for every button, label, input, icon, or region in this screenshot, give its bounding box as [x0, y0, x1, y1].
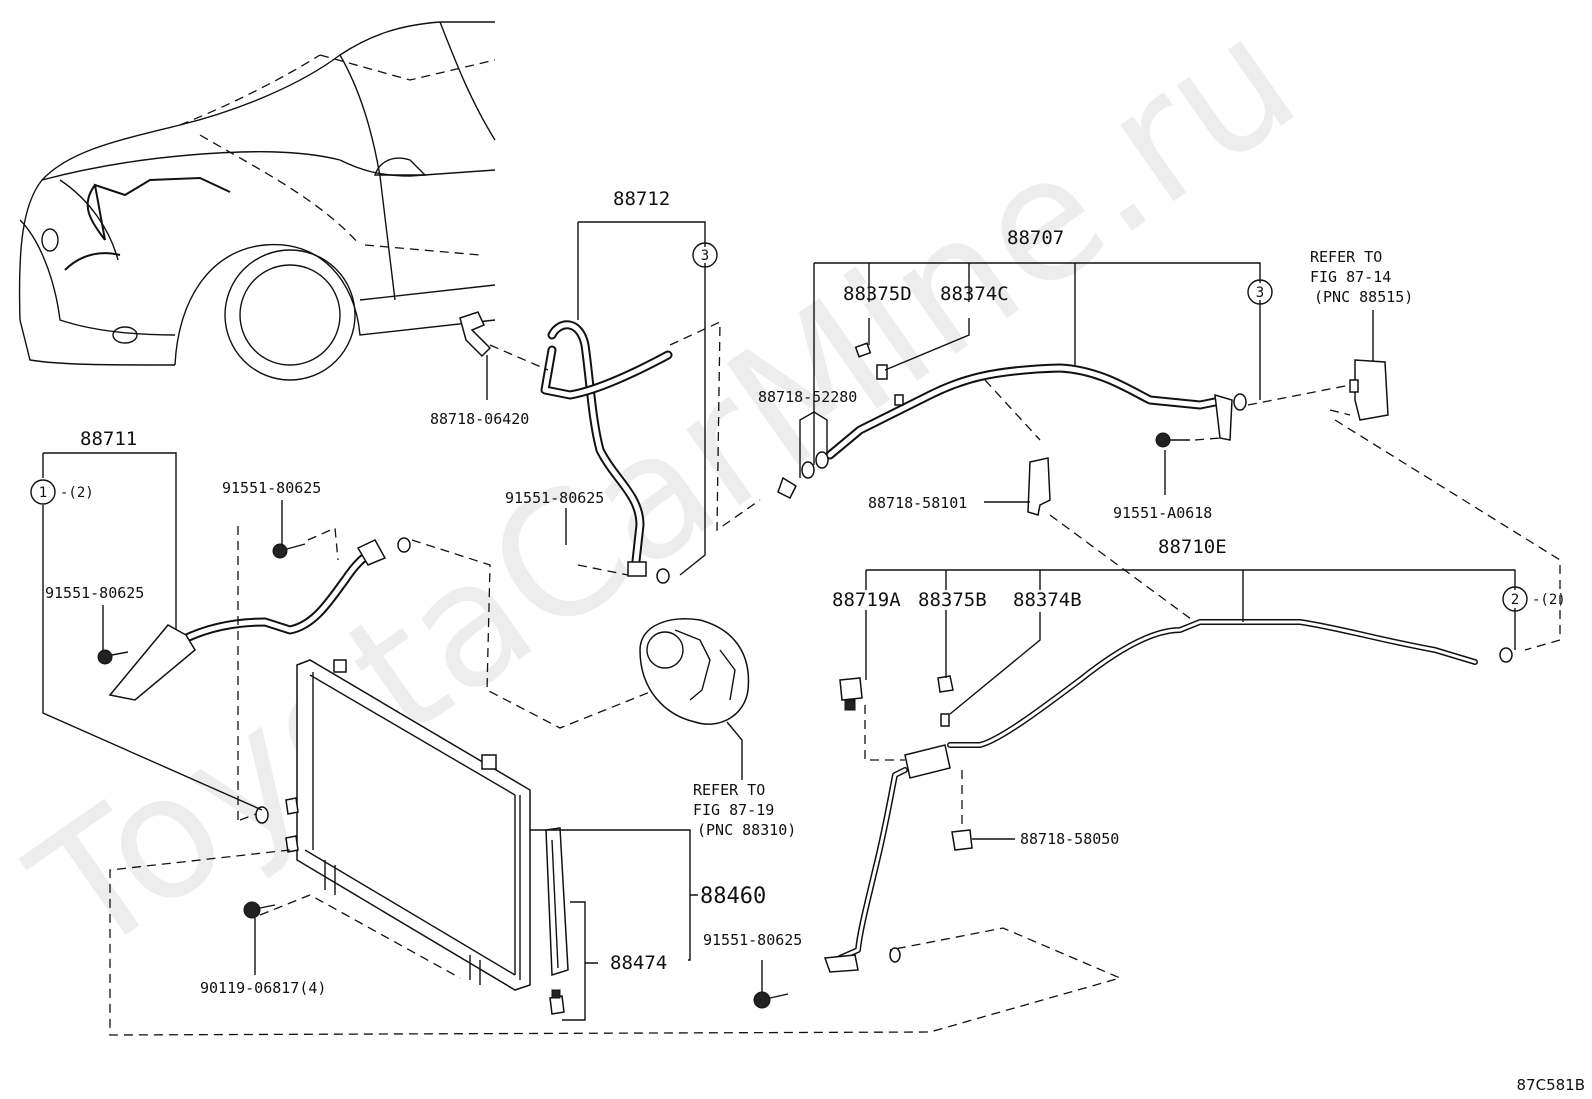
callout-2-quantity: -(2)	[1532, 592, 1566, 608]
pressure-switch-88719A-icon	[839, 677, 863, 701]
bolt-icon	[272, 543, 306, 559]
pipe-block-icon	[904, 744, 951, 779]
label-88718-06420[interactable]: 88718-06420	[430, 410, 529, 428]
o-ring-icon	[1499, 647, 1513, 663]
pipe-flange-icon	[1214, 393, 1233, 441]
vehicle-outline-illustration	[18, 21, 496, 381]
o-ring-icon	[801, 461, 815, 479]
callout-circle-1: 1	[30, 479, 56, 505]
svg-text:1: 1	[39, 485, 47, 501]
cap-88375D-icon	[854, 342, 872, 358]
refer-expansion-line3: (PNC 88515)	[1314, 288, 1413, 306]
label-91551-80625-upper-left[interactable]: 91551-80625	[222, 479, 321, 497]
bolt-90119-06817-icon	[243, 901, 276, 919]
expansion-valve-block-icon	[1349, 359, 1389, 421]
label-88375D[interactable]: 88375D	[843, 283, 912, 305]
label-88474[interactable]: 88474	[610, 952, 667, 974]
o-ring-icon	[656, 568, 670, 584]
refer-expansion-line2[interactable]: FIG 87-14	[1310, 268, 1391, 286]
fitting-88718-52280-icon	[777, 476, 797, 500]
refer-expansion-line1: REFER TO	[1310, 248, 1382, 266]
plug-icon	[549, 995, 565, 1015]
label-88374C[interactable]: 88374C	[940, 283, 1009, 305]
cap-88375B-icon	[937, 675, 954, 693]
watermark-text: ToyotaCarMine.ru	[0, 0, 1330, 994]
pipe-end-fitting-icon	[823, 954, 859, 973]
label-91551-80625-center[interactable]: 91551-80625	[505, 489, 604, 507]
clamp-88718-06420-icon	[459, 311, 492, 358]
hose-fitting-icon	[356, 539, 387, 566]
desiccant-88474[interactable]	[545, 827, 569, 1015]
callout-circle-3-pipe: 3	[1247, 279, 1273, 305]
discharge-hose-88711[interactable]	[108, 537, 411, 701]
label-91551-80625-left[interactable]: 91551-80625	[45, 584, 144, 602]
label-88374B[interactable]: 88374B	[1013, 589, 1082, 611]
clamp-88718-58050-icon	[951, 829, 973, 851]
switch-base-icon	[844, 699, 856, 711]
bolt-icon	[753, 991, 789, 1009]
condenser-88460[interactable]	[255, 659, 531, 991]
svg-text:3: 3	[701, 248, 709, 264]
label-88719A[interactable]: 88719A	[832, 589, 901, 611]
label-91551-80625-lower[interactable]: 91551-80625	[703, 931, 802, 949]
label-88375B[interactable]: 88375B	[918, 589, 987, 611]
label-90119-06817[interactable]: 90119-06817(4)	[200, 979, 326, 997]
mount-bracket-icon	[481, 754, 497, 770]
pipe-fitting-icon	[285, 835, 299, 853]
svg-text:2: 2	[1511, 592, 1519, 608]
label-88718-58050[interactable]: 88718-58050	[1020, 830, 1119, 848]
bolt-icon	[97, 649, 129, 665]
o-ring-icon	[815, 451, 829, 469]
pipe-fitting-icon	[285, 797, 299, 815]
refer-compressor-line1: REFER TO	[693, 781, 765, 799]
refer-compressor-line3: (PNC 88310)	[697, 821, 796, 839]
callout-circle-2: 2	[1502, 586, 1528, 612]
o-ring-icon	[889, 947, 901, 963]
o-ring-icon	[1233, 393, 1247, 411]
figure-code: 87C581B	[1517, 1076, 1585, 1094]
hose-fitting-icon	[627, 561, 647, 577]
label-88718-58101[interactable]: 88718-58101	[868, 494, 967, 512]
valve-core-88374B-icon	[940, 713, 950, 727]
label-88460[interactable]: 88460	[700, 884, 766, 909]
label-88710E[interactable]: 88710E	[1158, 536, 1227, 558]
callout-1-quantity: -(2)	[60, 485, 94, 501]
o-ring-icon	[397, 537, 411, 553]
callout-circle-3-hose: 3	[692, 242, 718, 268]
o-ring-icon	[255, 806, 269, 824]
compressor-reference-icon	[639, 618, 750, 725]
liquid-pipe-88710E[interactable]	[823, 619, 1513, 973]
suction-hose-88712[interactable]	[540, 320, 673, 584]
clamp-88718-58101-icon	[1027, 457, 1051, 516]
leader-lines	[42, 221, 1516, 1021]
label-91551-A0618[interactable]: 91551-A0618	[1113, 504, 1212, 522]
valve-core-88374C-icon	[876, 364, 888, 380]
bolt-91551-A0618-icon	[1155, 432, 1190, 448]
discharge-pipe-88707[interactable]	[825, 363, 1247, 460]
cap-icon	[551, 989, 561, 999]
label-88711[interactable]: 88711	[80, 428, 137, 450]
valve-core-icon	[894, 394, 904, 406]
label-88707[interactable]: 88707	[1007, 227, 1064, 249]
refer-compressor-line2[interactable]: FIG 87-19	[693, 801, 774, 819]
label-88712[interactable]: 88712	[613, 188, 670, 210]
svg-text:3: 3	[1256, 285, 1264, 301]
mount-bracket-icon	[333, 659, 347, 673]
hose-bracket-icon	[108, 624, 196, 701]
label-88718-52280[interactable]: 88718-52280	[758, 388, 857, 406]
